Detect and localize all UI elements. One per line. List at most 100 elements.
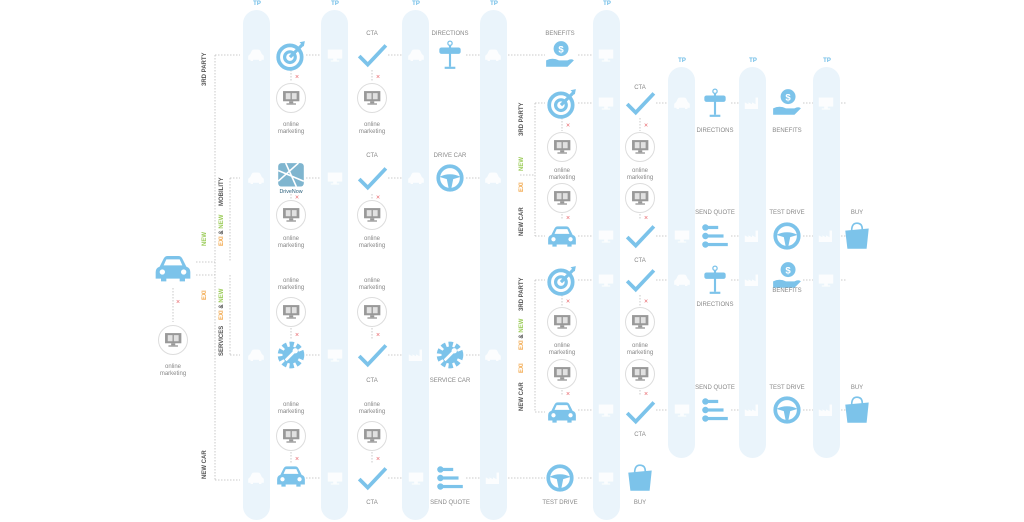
car-icon <box>484 46 502 64</box>
monitor-circle-icon <box>624 306 656 338</box>
monitor-icon <box>326 346 344 364</box>
check-icon <box>624 264 656 296</box>
reject-mark-icon: × <box>176 299 180 306</box>
directions-icon <box>699 87 731 119</box>
monitor-icon <box>817 94 835 112</box>
factory-icon <box>484 469 502 487</box>
directions-icon <box>699 264 731 296</box>
car-icon <box>546 220 578 252</box>
reject-mark-icon: × <box>644 123 648 130</box>
check-icon <box>356 462 388 494</box>
node-label: SEND QUOTE <box>695 210 735 216</box>
monitor-circle-icon <box>624 358 656 390</box>
node-label: SEND QUOTE <box>430 500 470 506</box>
monitor-icon <box>597 271 615 289</box>
monitor-icon <box>673 227 691 245</box>
node-label: DIRECTIONS <box>696 128 734 134</box>
svg-text:$: $ <box>785 92 791 103</box>
directions-icon <box>434 39 466 71</box>
segment-new-car-b: NEW CAR <box>519 382 525 411</box>
monitor-circle-icon <box>275 199 307 231</box>
monitor-circle-icon <box>275 296 307 328</box>
segment-3rd-party-a: 3RD PARTY <box>519 102 525 136</box>
tp-label: TP <box>412 1 420 7</box>
touchpoint-pillar <box>402 10 429 520</box>
new-word: NEW <box>519 318 525 333</box>
reject-mark-icon: × <box>376 195 380 202</box>
node-label: SEND QUOTE <box>695 385 735 391</box>
car-icon <box>407 169 425 187</box>
reject-mark-icon: × <box>566 123 570 130</box>
wheel-icon <box>771 220 803 252</box>
svg-text:DriveNow: DriveNow <box>279 189 302 194</box>
node-label: BUY <box>850 385 864 391</box>
node-label: CTA <box>366 153 378 159</box>
amp: & <box>219 230 225 235</box>
exi-word: EXI <box>519 340 525 350</box>
monitor-icon <box>597 401 615 419</box>
benefits-icon: $ <box>771 260 803 292</box>
segment-exi-new-b: EXI & NEW <box>519 319 525 350</box>
monitor-icon <box>326 46 344 64</box>
node-label: online marketing <box>277 278 305 291</box>
monitor-circle-icon <box>157 324 189 356</box>
node-label: TEST DRIVE <box>769 210 805 216</box>
touchpoint-pillar <box>668 67 695 458</box>
touchpoint-pillar <box>321 10 348 520</box>
car-icon <box>484 169 502 187</box>
exi-word: EXI <box>219 310 225 320</box>
tp-label: TP <box>331 1 339 7</box>
tp-label: TP <box>603 1 611 7</box>
factory-icon <box>743 401 761 419</box>
node-label: BENEFITS <box>772 288 802 294</box>
factory-icon <box>743 227 761 245</box>
node-label: TEST DRIVE <box>542 500 578 506</box>
node-label: DIRECTIONS <box>696 302 734 308</box>
factory-icon <box>407 346 425 364</box>
new-word: NEW <box>219 288 225 303</box>
benefits-icon: $ <box>544 39 576 71</box>
monitor-circle-icon <box>546 131 578 163</box>
node-label: online marketing <box>626 343 654 356</box>
monitor-circle-icon <box>624 131 656 163</box>
car-icon <box>546 396 578 428</box>
car-icon <box>673 94 691 112</box>
factory-icon <box>743 94 761 112</box>
node-label: BUY <box>633 500 647 506</box>
reject-mark-icon: × <box>566 391 570 398</box>
node-label: BUY <box>850 210 864 216</box>
node-label: online marketing <box>159 364 187 377</box>
reject-mark-icon: × <box>295 74 299 81</box>
reject-mark-icon: × <box>644 299 648 306</box>
target-icon <box>546 87 578 119</box>
car-icon <box>153 248 193 288</box>
node-label: DRIVE CAR <box>433 153 467 159</box>
wheel-icon <box>544 462 576 494</box>
quote-icon <box>699 220 731 252</box>
amp: & <box>219 304 225 309</box>
node-label: online marketing <box>277 236 305 249</box>
monitor-circle-icon <box>356 82 388 114</box>
monitor-circle-icon <box>356 296 388 328</box>
reject-mark-icon: × <box>295 332 299 339</box>
tp-label: TP <box>678 58 686 64</box>
segment-3rd-party-b: 3RD PARTY <box>519 277 525 311</box>
segment-exi-b: EXI <box>519 363 525 373</box>
node-label: CTA <box>634 85 646 91</box>
node-label: CTA <box>634 258 646 264</box>
reject-mark-icon: × <box>566 215 570 222</box>
check-icon <box>356 39 388 71</box>
gear-icon <box>434 339 466 371</box>
touchpoint-pillar <box>243 10 270 520</box>
node-label: CTA <box>366 378 378 384</box>
segment-new-car: NEW CAR <box>202 450 208 479</box>
check-icon <box>624 87 656 119</box>
tp-label: TP <box>490 1 498 7</box>
monitor-icon <box>407 469 425 487</box>
exi-word: EXI <box>219 236 225 246</box>
node-label: TEST DRIVE <box>769 385 805 391</box>
car-icon <box>484 346 502 364</box>
bag-icon <box>624 462 656 494</box>
check-icon <box>356 339 388 371</box>
reject-mark-icon: × <box>295 456 299 463</box>
